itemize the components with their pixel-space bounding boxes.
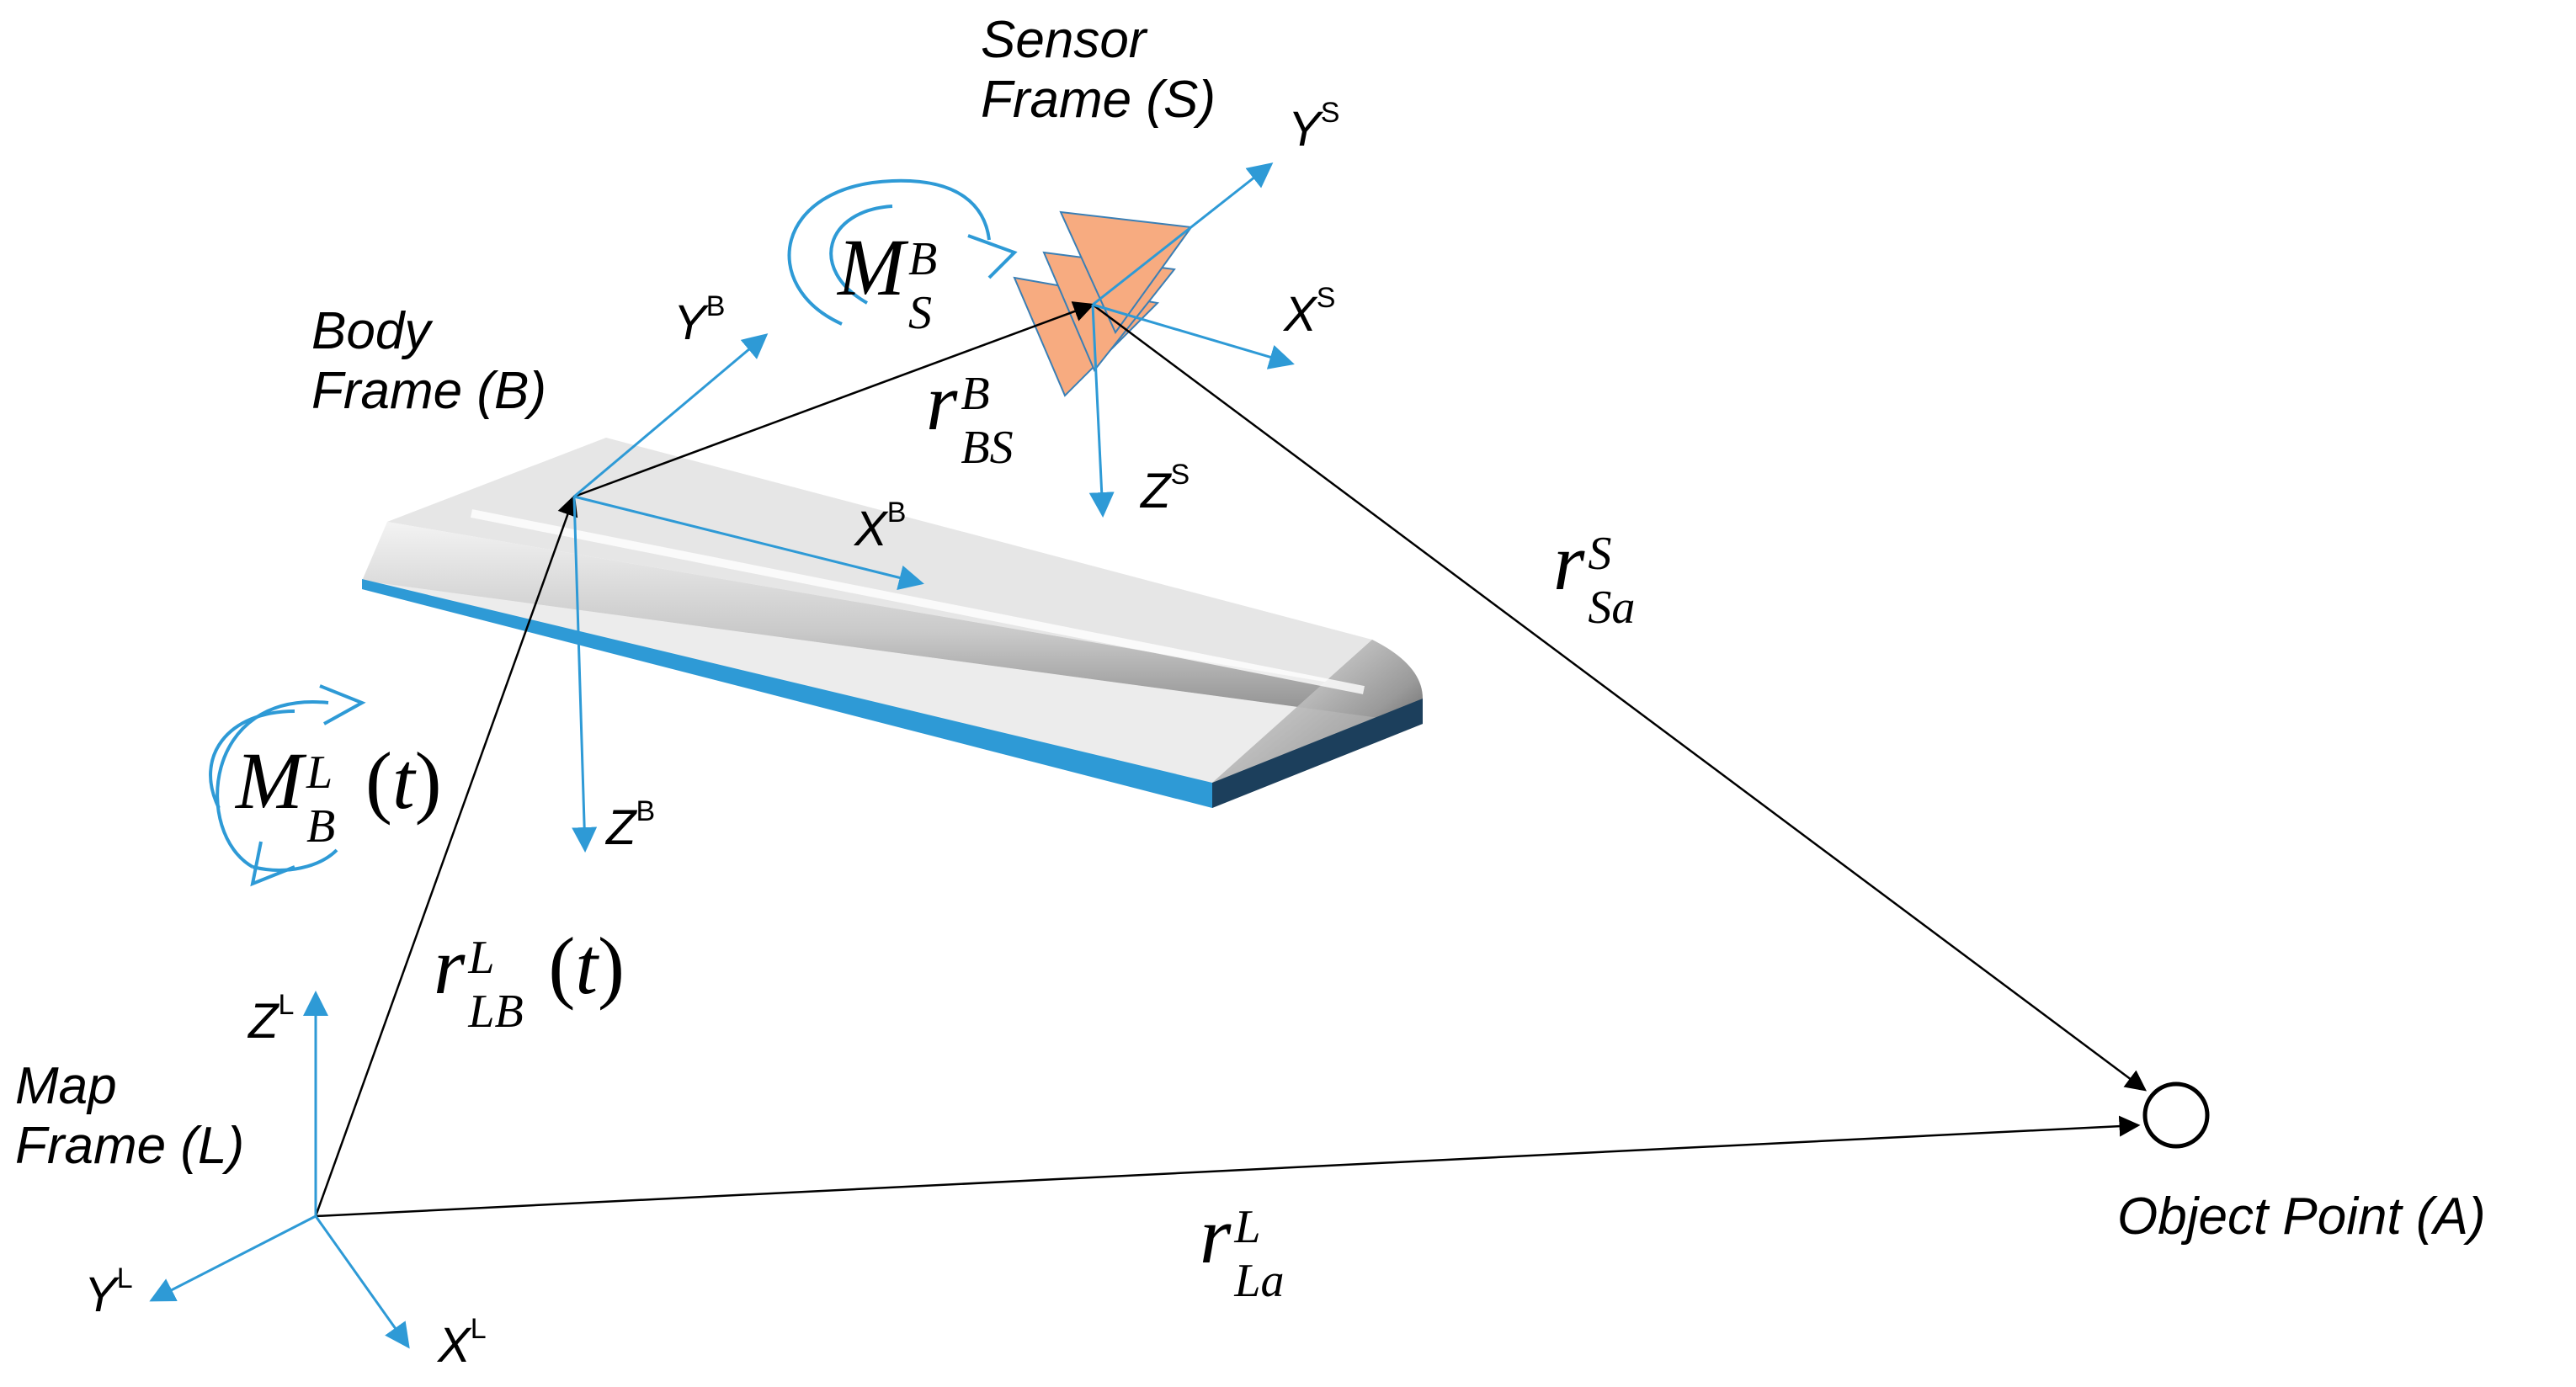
vector-r-la — [315, 1115, 2141, 1218]
body-y-axis-label: YB — [673, 290, 726, 350]
vector-r-lb — [314, 494, 578, 1217]
platform-highlight — [471, 509, 1365, 694]
vector-r-sa — [1092, 303, 2148, 1092]
body-z-axis-label: ZB — [606, 795, 656, 855]
body-frame-title: Body Frame (B) — [311, 301, 546, 422]
body-x-axis-label: XB — [854, 497, 907, 556]
vector-r-bs — [573, 301, 1095, 498]
sensor-axes — [1088, 162, 1295, 518]
map-z-axis-label: ZL — [248, 989, 295, 1049]
curved-rotation-arrow-icon — [787, 178, 1018, 326]
sensor-frame-title: Sensor Frame (S) — [981, 10, 1216, 130]
map-y-axis-label: YL — [84, 1262, 133, 1322]
platform-blue-edge — [362, 579, 1212, 808]
body-axes — [572, 333, 924, 853]
sensor-y-axis-label: YS — [1288, 97, 1340, 157]
curved-rotation-arrow-icon — [209, 684, 366, 887]
body-frame-line1: Body — [311, 302, 431, 360]
sensor-x-axis-label: XS — [1284, 282, 1336, 342]
platform-dark-edge — [1212, 699, 1423, 808]
platform-side-face — [362, 581, 1423, 808]
position-vectors — [314, 301, 2148, 1218]
map-frame-line2: Frame (L) — [15, 1117, 245, 1176]
triangle-sensor-icon — [1013, 210, 1193, 397]
map-frame-line1: Map — [15, 1057, 117, 1115]
platform-bevel — [362, 522, 1423, 724]
map-x-axis-label: XL — [438, 1313, 487, 1373]
map-axes — [149, 991, 410, 1349]
object-point-label: Object Point (A) — [2117, 1188, 2486, 1246]
body-platform — [362, 438, 1423, 808]
body-frame-line2: Frame (B) — [311, 362, 546, 421]
sensor-frame-line2: Frame (S) — [981, 71, 1216, 130]
sensor-frame-line1: Sensor — [981, 11, 1147, 69]
sensor-z-axis-label: ZS — [1141, 459, 1190, 518]
map-frame-title: Map Frame (L) — [15, 1056, 244, 1177]
circle-marker-icon — [2142, 1081, 2210, 1149]
